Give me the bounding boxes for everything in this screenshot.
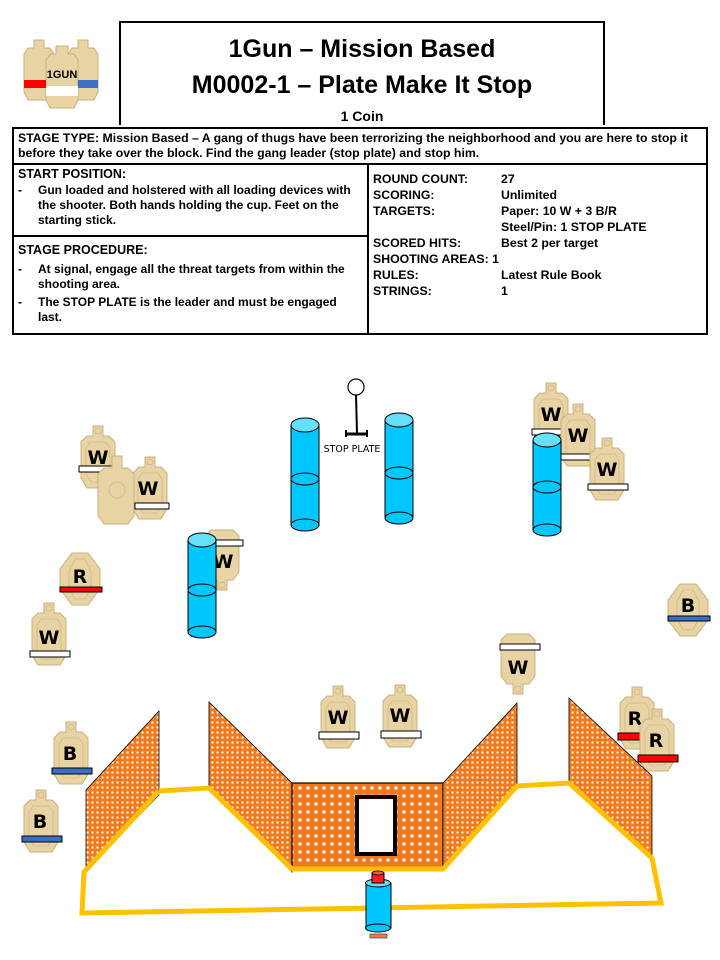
target-blue: B <box>21 789 63 853</box>
svg-text:W: W <box>138 478 159 500</box>
info-row-targets-steel: Steel/Pin: 1 STOP PLATE <box>501 220 647 234</box>
target-red: R <box>637 708 679 772</box>
shooting-area-fault-line <box>79 780 665 916</box>
svg-text:W: W <box>508 657 529 679</box>
info-row-scored-hits: SCORED HITS:Best 2 per target <box>373 236 599 250</box>
target-white: W <box>556 403 600 467</box>
stage-info-table: ROUND COUNT:27 SCORING:Unlimited TARGETS… <box>367 163 708 335</box>
info-row-scoring: SCORING:Unlimited <box>373 188 558 202</box>
svg-text:W: W <box>597 459 618 481</box>
svg-text:B: B <box>33 811 47 833</box>
svg-text:B: B <box>681 595 695 617</box>
barrel-stack <box>384 412 414 525</box>
target-white: W <box>78 425 120 489</box>
wall-center <box>291 782 444 870</box>
stage-name: M0002-1 – Plate Make It Stop <box>191 71 533 99</box>
wall-left-inner <box>208 701 293 873</box>
target-white: W <box>380 684 422 748</box>
svg-text:W: W <box>88 447 109 469</box>
target-white: W <box>132 456 170 520</box>
svg-text:W: W <box>328 707 349 729</box>
target-white: W <box>499 633 541 695</box>
barrel-stack <box>187 532 217 639</box>
target-white: W <box>202 529 244 591</box>
svg-text:R: R <box>628 708 643 730</box>
svg-text:R: R <box>649 730 664 752</box>
stage-type-description: STAGE TYPE: Mission Based – A gang of th… <box>12 127 708 165</box>
target-white: W <box>29 602 71 666</box>
svg-text:W: W <box>213 551 234 573</box>
coin-label: 1 Coin <box>340 108 384 124</box>
svg-text:R: R <box>73 566 88 588</box>
port-window <box>355 795 397 856</box>
target-white: W <box>318 685 360 749</box>
1gun-logo: 1GUN <box>23 39 99 109</box>
target-blue: B <box>51 721 93 785</box>
stage-procedure-item: -At signal, engage all the threat target… <box>18 262 345 291</box>
barrel-stack <box>532 432 562 537</box>
starting-stick <box>369 933 388 939</box>
start-position-heading: START POSITION: <box>18 167 127 181</box>
start-barrel-with-cup <box>365 870 392 933</box>
start-position-section: START POSITION: -Gun loaded and holstere… <box>14 165 367 237</box>
info-row-strings: STRINGS:1 <box>373 284 508 298</box>
wall-left-angled <box>85 709 160 871</box>
stage-details: START POSITION: -Gun loaded and holstere… <box>12 163 369 335</box>
stop-plate: STOP PLATE <box>324 378 381 455</box>
stage-procedure-item: -The STOP PLATE is the leader and must b… <box>18 295 337 324</box>
logo-label: 1GUN <box>47 69 78 81</box>
info-row-rules: RULES:Latest Rule Book <box>373 268 602 282</box>
stop-plate-label: STOP PLATE <box>324 444 381 455</box>
wall-right-angled <box>568 697 653 858</box>
target-no-shoot <box>97 455 135 525</box>
title-box: 1Gun – Mission Based M0002-1 – Plate Mak… <box>119 21 605 125</box>
svg-text:W: W <box>390 705 411 727</box>
info-row-targets: TARGETS:Paper: 10 W + 3 B/R <box>373 204 617 218</box>
info-row-round-count: ROUND COUNT:27 <box>373 172 515 186</box>
target-white: W <box>531 382 573 446</box>
page-title: 1Gun – Mission Based <box>228 35 496 63</box>
target-red: R <box>59 552 103 606</box>
svg-text:B: B <box>63 743 77 765</box>
target-white: W <box>587 437 629 501</box>
target-red: R <box>617 686 655 750</box>
svg-text:W: W <box>541 404 562 426</box>
stage-procedure-heading: STAGE PROCEDURE: <box>18 243 148 257</box>
wall-right-inner <box>442 701 518 871</box>
target-blue: B <box>667 583 711 637</box>
svg-text:W: W <box>39 627 60 649</box>
stage-procedure-section: STAGE PROCEDURE: -At signal, engage all … <box>14 239 367 333</box>
start-position-item: -Gun loaded and holstered with all loadi… <box>18 183 351 227</box>
svg-text:W: W <box>568 425 589 447</box>
barrel-stack <box>290 417 320 532</box>
info-row-shooting-areas: SHOOTING AREAS: 1 <box>373 252 499 266</box>
